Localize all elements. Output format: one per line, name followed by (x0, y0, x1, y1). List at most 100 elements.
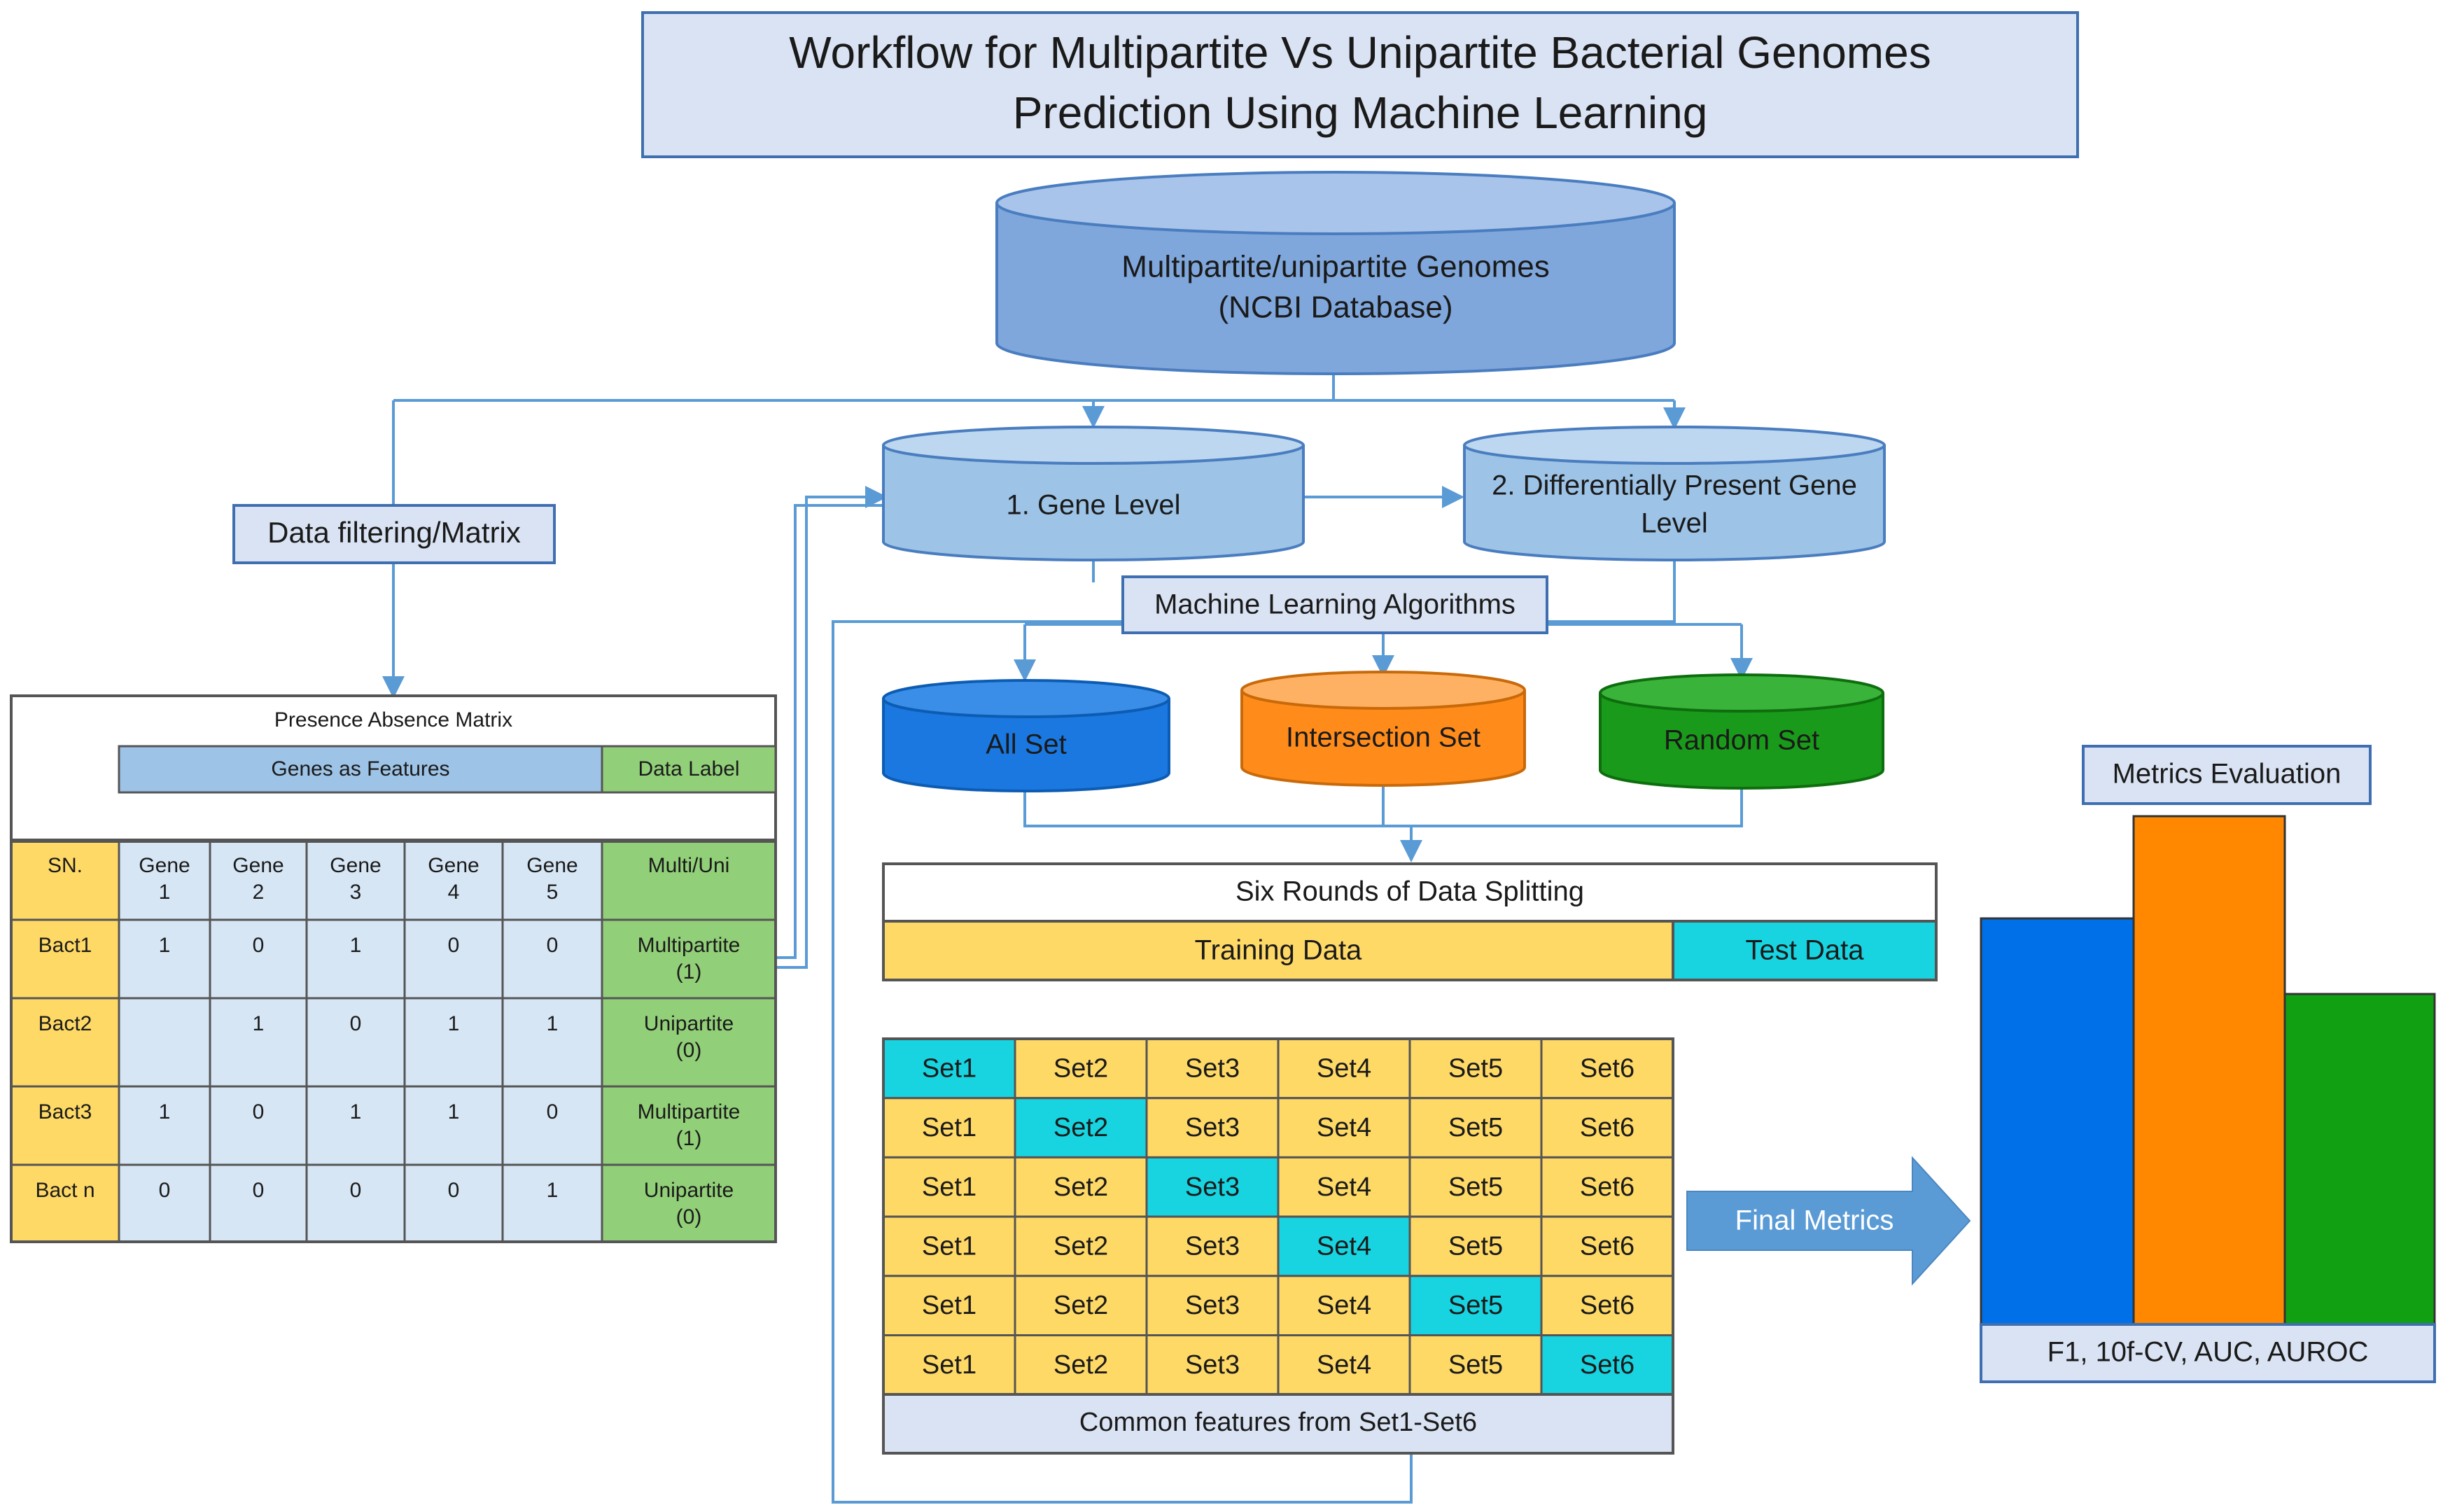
grid-cell-label: Set3 (1185, 1231, 1240, 1261)
matrix-header-text: Gene (232, 854, 284, 877)
matrix-row-id: Bact3 (38, 1100, 92, 1124)
grid-cell-label: Set3 (1185, 1054, 1240, 1083)
intersection-set-label: Intersection Set (1286, 722, 1480, 753)
matrix-value: 0 (547, 1100, 559, 1124)
grid-cell-label: Set5 (1448, 1054, 1503, 1083)
matrix-cell (601, 1163, 777, 1243)
matrix-cell (10, 997, 120, 1088)
matrix-cell (305, 997, 406, 1088)
grid-footer-bar (882, 1393, 1674, 1455)
grid-cell (1408, 1334, 1543, 1396)
matrix-value: 0 (350, 1012, 362, 1035)
matrix-value: 1 (350, 1100, 362, 1124)
random-set-down (1411, 790, 1743, 827)
data-filtering-box: Data filtering/Matrix (232, 504, 556, 564)
grid-cell (1277, 1334, 1411, 1396)
grid-cell-label: Set6 (1580, 1054, 1634, 1083)
grid-cell (1014, 1097, 1148, 1158)
matrix-cell (403, 1163, 504, 1243)
matrix-cell (601, 997, 777, 1088)
metric-bar-orange (2132, 815, 2286, 1326)
matrix-title: Presence Absence Matrix (274, 708, 512, 732)
matrix-cell (601, 1085, 777, 1166)
grid-cell-label: Set4 (1317, 1291, 1371, 1320)
matrix-header-text: 3 (350, 881, 362, 904)
matrix-border (10, 840, 777, 1243)
matrix-cell (209, 918, 308, 1000)
training-data-label: Training Data (1195, 935, 1362, 966)
test-data-bar (1672, 920, 1938, 981)
matrix-header-text: 2 (253, 881, 265, 904)
matrix-value: 1 (448, 1100, 460, 1124)
all-set-down (1023, 792, 1411, 827)
matrix-cell (501, 918, 603, 1000)
grid-cell-label: Set4 (1317, 1231, 1371, 1261)
matrix-cell (403, 918, 504, 1000)
feedback-loop-line (832, 620, 1413, 1504)
gene-level-label: 1. Gene Level (1006, 490, 1180, 521)
matrix-header-text: Gene (428, 854, 479, 877)
matrix-value: 1 (547, 1179, 559, 1202)
diff-gene-level-cylinder: 2. Differentially Present Gene Level (1463, 426, 1886, 561)
matrix-value: 1 (159, 1100, 171, 1124)
matrix-header-cell (10, 840, 120, 921)
matrix-cell (209, 997, 308, 1088)
diff-gene-line-1: 2. Differentially Present Gene (1492, 470, 1857, 501)
all-set-cylinder: All Set (882, 679, 1170, 792)
matrix-row-label: Multipartite (638, 934, 741, 957)
grid-cell (1408, 1037, 1543, 1100)
grid-cell-label: Set2 (1054, 1291, 1108, 1320)
matrix-value: 1 (448, 1012, 460, 1035)
matrix-header-cell (209, 840, 308, 921)
matrix-header-cell (403, 840, 504, 921)
grid-cell (1540, 1156, 1674, 1218)
matrix-header-text: Gene (526, 854, 578, 877)
grid-cell-label: Set3 (1185, 1291, 1240, 1320)
random-set-label: Random Set (1664, 725, 1819, 756)
grid-cell-label: Set6 (1580, 1291, 1634, 1320)
matrix-header-text: SN. (48, 854, 83, 877)
test-data-label: Test Data (1746, 935, 1865, 966)
metric-bar-green (2283, 993, 2436, 1326)
metric-bar-blue (1980, 917, 2135, 1326)
grid-cell (1277, 1156, 1411, 1218)
matrix-cell (10, 918, 120, 1000)
grid-cell-label: Set1 (922, 1172, 976, 1202)
grid-cell-label: Set2 (1054, 1113, 1108, 1142)
matrix-value: 1 (350, 934, 362, 957)
matrix-value: 0 (159, 1179, 171, 1202)
data-label-bar (601, 745, 777, 794)
grid-cell-label: Set3 (1185, 1113, 1240, 1142)
matrix-header-text: Multi/Uni (648, 854, 730, 877)
grid-cell (882, 1037, 1016, 1100)
title-line-2: Prediction Using Machine Learning (1013, 88, 1708, 138)
matrix-cell (305, 1163, 406, 1243)
matrix-cell (501, 1085, 603, 1166)
metrics-evaluation-panel: Metrics Evaluation F1, 10f-CV, AUC, AURO… (1980, 745, 2436, 1383)
database-line-1: Multipartite/unipartite Genomes (1121, 250, 1549, 284)
matrix-header-text: 4 (448, 881, 460, 904)
matrix-value: 0 (448, 934, 460, 957)
grid-cell-label: Set1 (922, 1291, 976, 1320)
data-label-text: Data Label (638, 757, 739, 780)
matrix-cell (118, 918, 211, 1000)
matrix-value: 0 (448, 1179, 460, 1202)
grid-cell-label: Set2 (1054, 1172, 1108, 1202)
presence-absence-matrix: Presence Absence Matrix Genes as Feature… (10, 694, 777, 1243)
gene-level-cylinder: 1. Gene Level (882, 426, 1305, 561)
data-splitting-box: Six Rounds of Data Splitting Training Da… (882, 862, 1938, 981)
matrix-row-label: (0) (676, 1039, 702, 1062)
grid-cell-label: Set2 (1054, 1231, 1108, 1261)
grid-cell (1408, 1275, 1543, 1337)
title-line-1: Workflow for Multipartite Vs Unipartite … (789, 27, 1931, 78)
matrix-cell (403, 997, 504, 1088)
grid-cell-label: Set6 (1580, 1231, 1634, 1261)
matrix-row-label: Multipartite (638, 1100, 741, 1124)
matrix-value: 0 (253, 934, 265, 957)
training-data-bar (882, 920, 1674, 981)
matrix-value: 1 (159, 934, 171, 957)
matrix-value: 0 (350, 1179, 362, 1202)
matrix-row-label: Unipartite (644, 1179, 734, 1202)
grid-cell (882, 1275, 1016, 1337)
